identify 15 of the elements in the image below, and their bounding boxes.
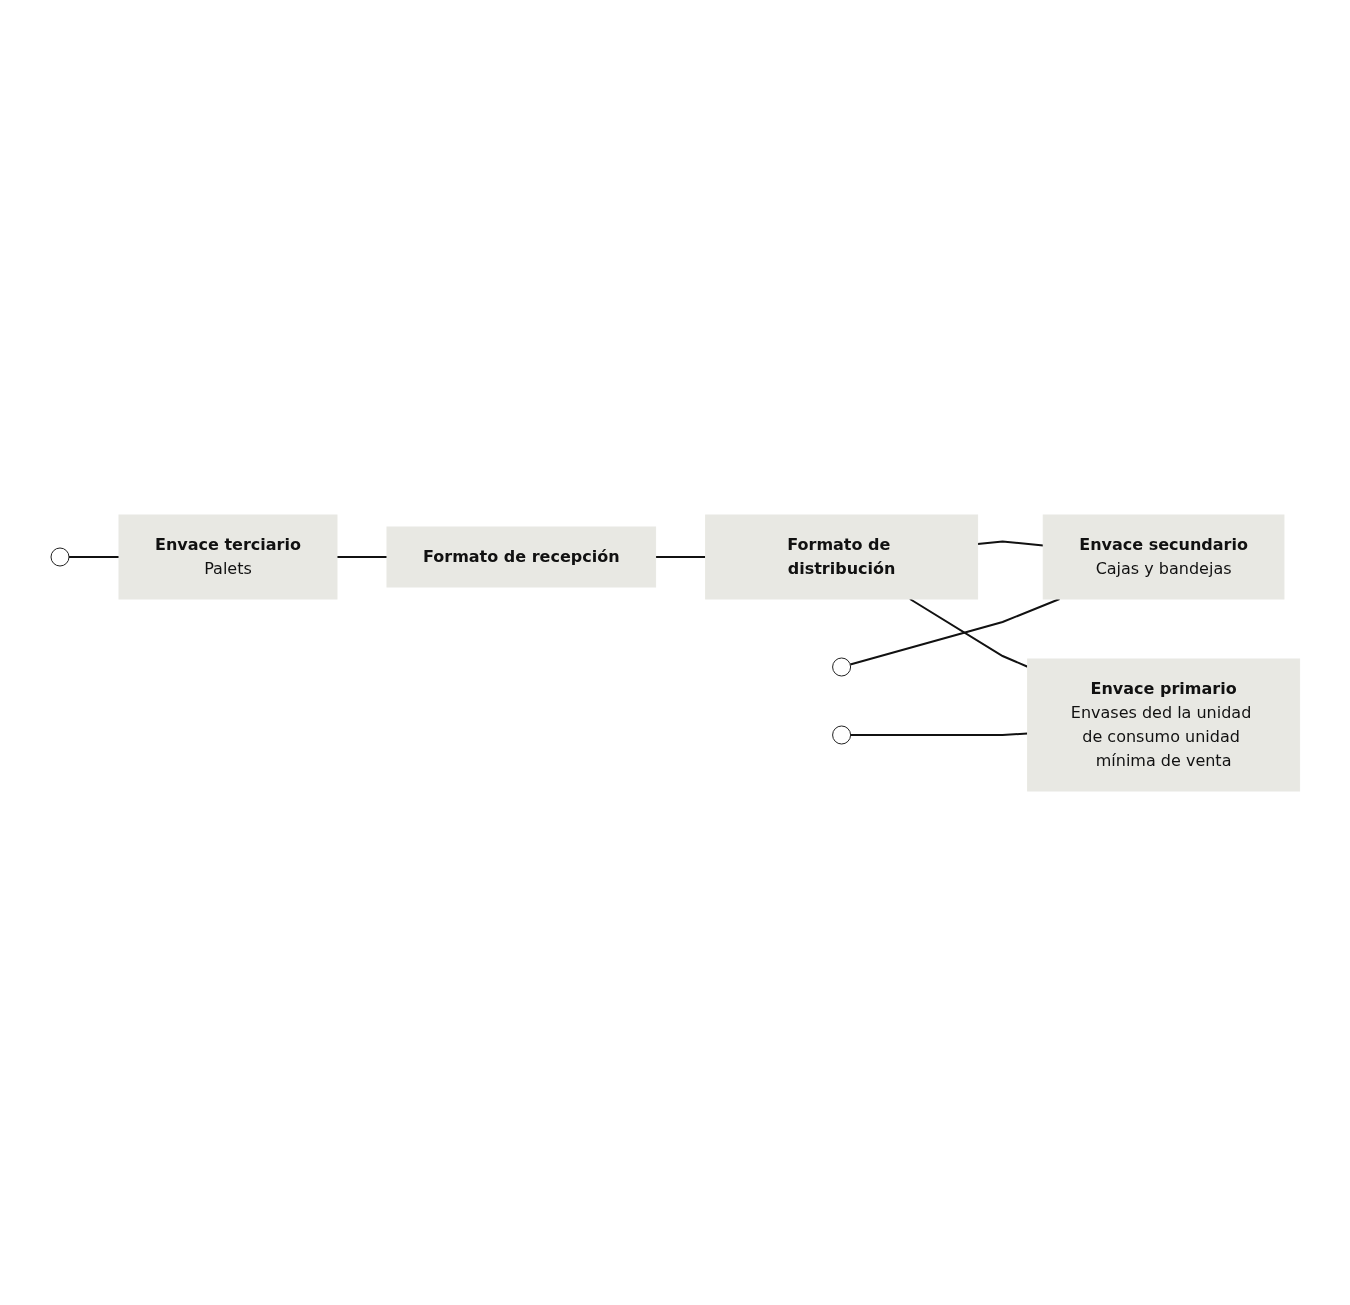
connector (335, 555, 388, 558)
node-box: Envace secundario Cajas y bandejas (1042, 514, 1285, 599)
node-circle (831, 725, 851, 744)
node-circle (50, 547, 70, 566)
connector (67, 555, 120, 558)
node-circle (831, 657, 851, 676)
connector (848, 597, 1061, 666)
node-box: Formato de recepción (386, 526, 656, 587)
connector (976, 540, 1044, 546)
connector (654, 555, 707, 558)
node-box: Envace primario Envases ded la unidad de consumo unidad mínima de venta (1026, 658, 1300, 791)
connector (908, 597, 1029, 668)
node-box: Formato de distribución (704, 514, 978, 599)
connector (849, 731, 1029, 736)
node-box: Envace terciario Palets (118, 514, 338, 599)
